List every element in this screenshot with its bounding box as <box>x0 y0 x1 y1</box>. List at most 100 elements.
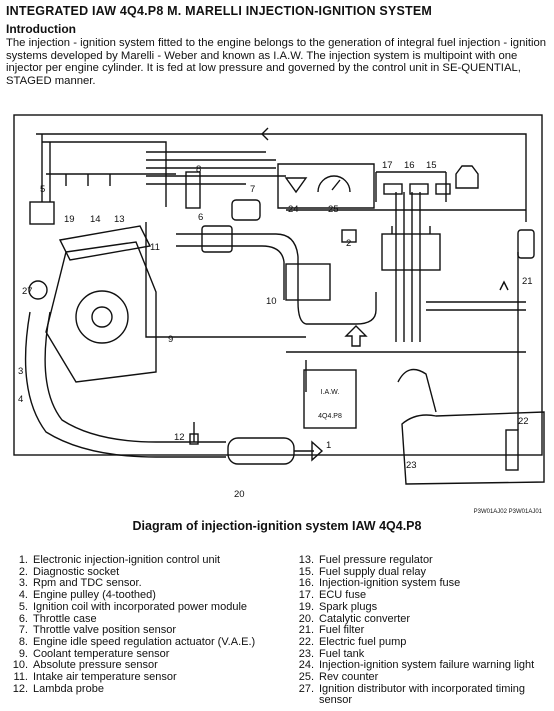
ecu-model: 4Q4.P8 <box>318 413 342 420</box>
legend-item: 23.Fuel tank <box>298 647 365 660</box>
legend-item: 8.Engine idle speed regulation actuator … <box>18 635 256 648</box>
battery-terminals <box>391 226 431 234</box>
diagram-caption: Diagram of injection-ignition system IAW… <box>132 519 422 533</box>
pressure-sensor <box>341 229 357 243</box>
instrument-panel <box>277 163 375 209</box>
callout-27: 27 <box>22 286 33 297</box>
callout-14: 14 <box>90 214 101 225</box>
air-filter <box>285 263 331 301</box>
legend-item: 1.Electronic injection-ignition control … <box>18 554 221 566</box>
legend-right: 13.Fuel pressure regulator 15.Fuel suppl… <box>294 554 550 707</box>
relay-harness <box>375 171 447 202</box>
intake-duct <box>176 233 377 325</box>
warning-light <box>284 177 308 194</box>
fuel-tank <box>401 411 545 485</box>
cylinder-head <box>58 225 152 261</box>
callout-12: 12 <box>174 432 185 443</box>
harness-bundle <box>146 151 286 185</box>
legend-item: 7.Throttle valve position sensor <box>18 624 177 637</box>
section-heading: Introduction <box>6 22 76 36</box>
crank-pulley <box>91 306 113 328</box>
callout-17: 17 <box>382 160 393 171</box>
legend-item: 21.Fuel filter <box>298 624 365 637</box>
distributor <box>28 280 48 300</box>
injector-leads <box>65 174 111 186</box>
callout-22: 22 <box>518 416 529 427</box>
throttle-case <box>201 225 233 253</box>
intake-duct-inner <box>176 245 285 300</box>
catalytic-converter <box>227 437 295 465</box>
throttle-position-sensor <box>231 199 261 221</box>
legend-item: 19.Spark plugs <box>298 600 378 613</box>
intro-paragraph: The injection - ignition system fitted t… <box>6 37 547 87</box>
legend-item: 20.Catalytic converter <box>298 612 411 625</box>
wiring-frame <box>13 114 543 456</box>
callout-19: 19 <box>64 214 75 225</box>
pump-wiring <box>426 301 526 311</box>
callout-5: 5 <box>40 184 45 195</box>
exhaust-pipe <box>24 311 226 458</box>
legend-item: 10.Absolute pressure sensor <box>12 659 158 672</box>
flow-arrow-right <box>499 280 509 291</box>
crankcase <box>75 290 129 344</box>
ecu-label: I.A.W. <box>321 389 340 396</box>
ecu-fuse <box>383 183 403 195</box>
legend-item: 27.Ignition distributor with incorporate… <box>298 682 526 707</box>
legend-item: 5.Ignition coil with incorporated power … <box>18 600 248 613</box>
fuel-line-left <box>41 134 51 202</box>
legend-item: 13.Fuel pressure regulator <box>298 554 433 566</box>
callout-23: 23 <box>406 460 417 471</box>
rev-counter <box>317 175 351 193</box>
rev-counter-needle <box>331 179 341 191</box>
reference-codes: P3W01AJ02 P3W01AJ01 <box>474 509 543 515</box>
callout-9: 9 <box>168 334 173 345</box>
ecu-box <box>303 369 357 429</box>
callout-labels: 1 2 3 4 5 6 7 8 9 10 11 12 13 14 15 16 1… <box>18 160 533 500</box>
relay-feed-lines <box>395 192 421 342</box>
callout-10: 10 <box>266 296 277 307</box>
ignition-coil <box>29 201 55 225</box>
callout-2: 2 <box>346 238 351 249</box>
callout-4: 4 <box>18 394 23 405</box>
legend-item: 16.Injection-ignition system fuse <box>298 577 461 590</box>
legend-item: 24.Injection-ignition system failure war… <box>298 659 535 672</box>
legend-item: 3.Rpm and TDC sensor. <box>18 577 142 590</box>
header: INTEGRATED IAW 4Q4.P8 M. MARELLI INJECTI… <box>6 4 550 87</box>
dual-relay <box>435 183 451 195</box>
legend-item: 6.Throttle case <box>18 612 97 625</box>
legend-item: 17.ECU fuse <box>298 589 367 602</box>
callout-16: 16 <box>404 160 415 171</box>
ecu-wiring <box>286 351 526 392</box>
legend-item: 9.Coolant temperature sensor <box>18 647 170 660</box>
legend-item: 25.Rev counter <box>298 671 379 684</box>
engine-block <box>45 241 157 383</box>
fuel-return-line <box>36 133 527 222</box>
exhaust-flow-arrow <box>311 440 324 462</box>
callout-6: 6 <box>198 212 203 223</box>
callout-25: 25 <box>328 204 339 215</box>
callout-11: 11 <box>150 242 160 253</box>
fuel-filter <box>517 229 535 259</box>
lambda-probe <box>189 433 199 445</box>
legend-item: 4.Engine pulley (4-toothed) <box>18 589 156 602</box>
fuel-pump <box>505 429 519 471</box>
fuel-line <box>42 141 167 207</box>
callout-8: 8 <box>196 164 201 175</box>
legend-item: 12.Lambda probe <box>12 682 104 695</box>
callout-1: 1 <box>326 440 331 451</box>
relay-housing <box>455 165 479 189</box>
callout-13: 13 <box>114 214 125 225</box>
callout-15: 15 <box>426 160 437 171</box>
exhaust-pipe-inner <box>44 311 226 443</box>
fuel-filler-neck <box>397 368 437 413</box>
system-fuse <box>409 183 429 195</box>
flow-arrow-top <box>261 127 269 141</box>
legend-item: 22.Electric fuel pump <box>298 635 407 648</box>
callout-21: 21 <box>522 276 533 287</box>
legend-item: 15.Fuel supply dual relay <box>298 565 427 578</box>
air-inlet-arrow <box>344 325 368 347</box>
battery <box>381 233 441 271</box>
system-diagram: 1 2 3 4 5 6 7 8 9 10 11 12 13 14 15 16 1… <box>6 112 548 517</box>
legend-item: 2.Diagnostic socket <box>18 565 120 578</box>
idle-actuator <box>185 171 201 209</box>
